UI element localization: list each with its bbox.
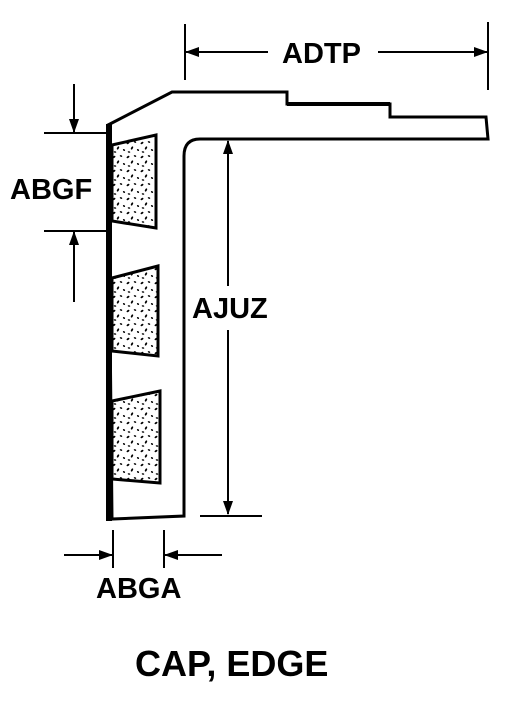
ajuz-label: AJUZ [192, 293, 268, 325]
insert-pad-3 [110, 389, 162, 485]
part-caption: CAP, EDGE [135, 643, 328, 684]
insert-pad-2 [110, 264, 160, 358]
cap-profile-outline [106, 90, 490, 521]
abga-label: ABGA [96, 573, 181, 605]
abgf-label: ABGF [10, 174, 92, 206]
adtp-label: ADTP [282, 38, 361, 70]
insert-pad-1 [110, 133, 158, 230]
